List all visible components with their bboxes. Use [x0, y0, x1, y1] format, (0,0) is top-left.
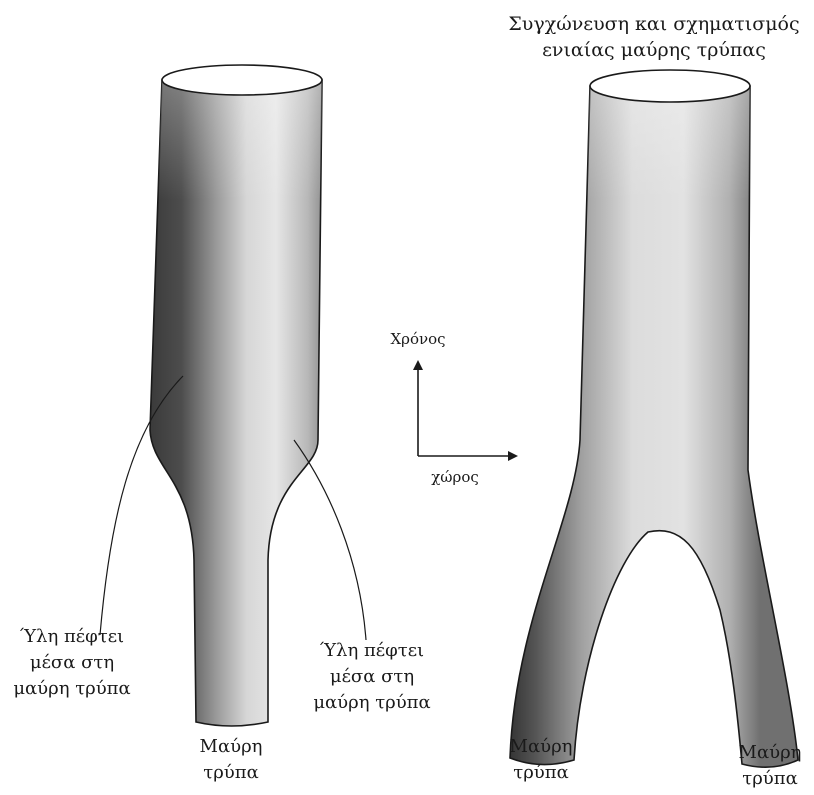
merger-title-line2: ενιαίας μαύρης τρύπας: [542, 39, 766, 61]
merger-title-line1: Συγχώνευση και σχηματισμός: [508, 13, 799, 35]
left-black-hole-tube: [150, 65, 322, 726]
right-infall-pointer-line: [294, 440, 366, 640]
spacetime-axes: [418, 362, 516, 456]
right-tube-top-opening: [590, 70, 750, 102]
right-infall-label-line2: μέσα στη: [330, 666, 414, 687]
left-infall-label-line2: μέσα στη: [30, 652, 114, 673]
merged-bottom-right-label-line2: τρύπα: [742, 768, 797, 789]
left-infall-label-line1: Ύλη πέφτει: [20, 626, 124, 647]
left-black-hole-label-line2: τρύπα: [203, 762, 258, 783]
space-axis-label: χώρος: [431, 468, 479, 486]
merged-bottom-left-label-line1: Μαύρη: [510, 736, 573, 757]
right-infall-label-line3: μαύρη τρύπα: [313, 692, 430, 713]
merged-bottom-left-label-line2: τρύπα: [513, 762, 568, 783]
right-merged-black-hole: [510, 70, 798, 767]
left-tube-top-opening: [162, 65, 322, 95]
left-black-hole-label-line1: Μαύρη: [200, 736, 263, 757]
left-infall-label-line3: μαύρη τρύπα: [13, 678, 130, 699]
merged-bottom-right-label-line1: Μαύρη: [739, 742, 802, 763]
time-axis-label: Χρόνος: [390, 330, 445, 348]
right-infall-label-line1: Ύλη πέφτει: [320, 640, 424, 661]
